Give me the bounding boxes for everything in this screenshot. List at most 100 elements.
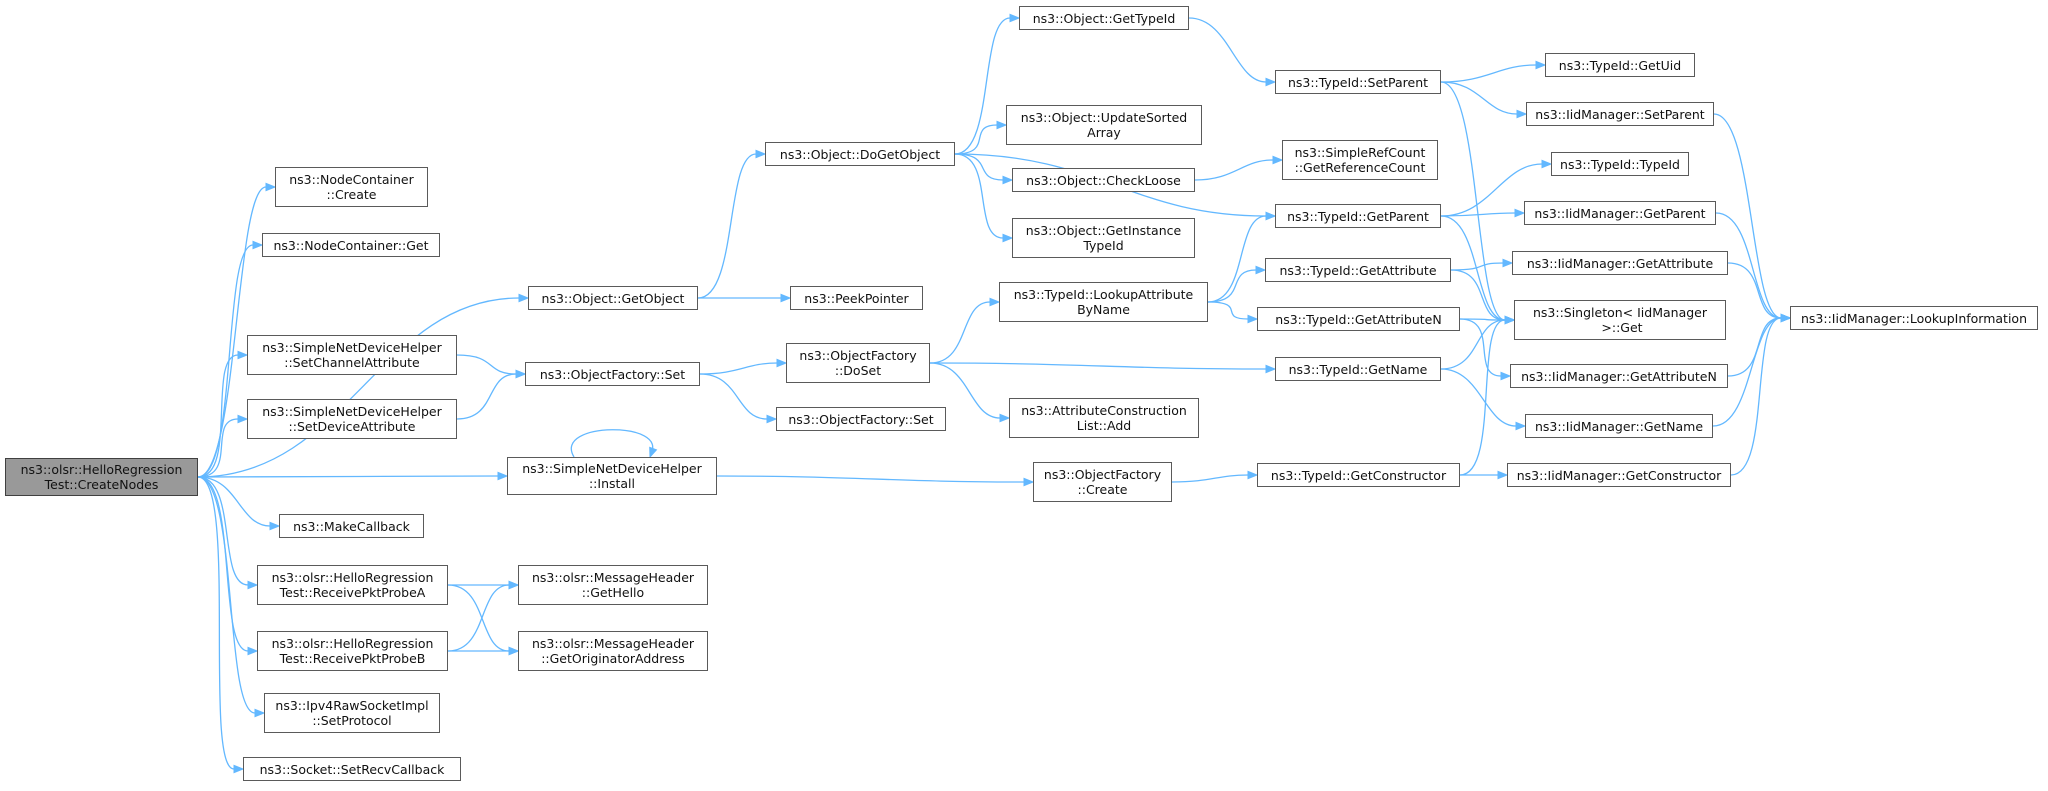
graph-edge-arrowhead xyxy=(755,149,767,159)
graph-node-obj-dogetobject[interactable]: ns3::Object::DoGetObject xyxy=(765,142,955,166)
graph-edge xyxy=(1450,262,1504,271)
graph-edge xyxy=(1727,262,1782,319)
graph-edge xyxy=(716,475,1025,483)
graph-edge-arrowhead xyxy=(237,414,249,424)
graph-edge-arrowhead xyxy=(1497,470,1509,480)
graph-node-ipv4raw[interactable]: ns3::Ipv4RawSocketImpl ::SetProtocol xyxy=(264,693,440,733)
graph-edge-arrowhead xyxy=(766,414,778,424)
graph-node-of-doset[interactable]: ns3::ObjectFactory ::DoSet xyxy=(786,343,930,383)
graph-edge xyxy=(1440,368,1517,427)
graph-edge-arrowhead xyxy=(996,120,1008,130)
graph-node-tid-getuid[interactable]: ns3::TypeId::GetUid xyxy=(1545,53,1695,77)
graph-edge-arrowhead xyxy=(776,358,788,368)
graph-node-iid-getname[interactable]: ns3::IidManager::GetName xyxy=(1525,414,1713,438)
graph-edge xyxy=(1440,64,1537,83)
graph-node-root[interactable]: ns3::olsr::HelloRegression Test::CreateN… xyxy=(5,458,198,496)
graph-edge xyxy=(1459,318,1506,321)
graph-node-obj-getinstance[interactable]: ns3::Object::GetInstance TypeId xyxy=(1012,218,1195,258)
graph-edge xyxy=(929,362,1001,419)
graph-node-sndh-setdev[interactable]: ns3::SimpleNetDeviceHelper ::SetDeviceAt… xyxy=(247,399,457,439)
graph-node-iid-getattr[interactable]: ns3::IidManager::GetAttribute xyxy=(1512,251,1728,275)
graph-edge-arrowhead xyxy=(1002,233,1014,243)
graph-node-of-create[interactable]: ns3::ObjectFactory ::Create xyxy=(1033,462,1172,502)
graph-edge xyxy=(197,475,499,478)
graph-edge xyxy=(1440,319,1506,370)
graph-node-tid-setparent[interactable]: ns3::TypeId::SetParent xyxy=(1275,70,1441,94)
graph-node-tid-getname[interactable]: ns3::TypeId::GetName xyxy=(1275,357,1441,381)
graph-edge xyxy=(570,429,654,458)
graph-node-iid-lookupinfo[interactable]: ns3::IidManager::LookupInformation xyxy=(1790,306,2038,330)
graph-node-nc-get[interactable]: ns3::NodeContainer::Get xyxy=(262,233,440,257)
graph-edge xyxy=(699,373,768,420)
graph-edge-arrowhead xyxy=(1535,60,1547,70)
graph-edge xyxy=(954,153,1004,239)
graph-node-of-set2[interactable]: ns3::ObjectFactory::Set xyxy=(776,407,946,431)
graph-node-singleton-get[interactable]: ns3::Singleton< IidManager >::Get xyxy=(1514,300,1726,340)
graph-node-nc-create[interactable]: ns3::NodeContainer ::Create xyxy=(275,167,428,207)
graph-node-tid-getctor[interactable]: ns3::TypeId::GetConstructor xyxy=(1257,463,1460,487)
graph-edge xyxy=(1207,269,1257,303)
graph-edge xyxy=(1207,301,1249,320)
graph-edge-arrowhead xyxy=(1002,175,1014,185)
graph-edge-arrowhead xyxy=(269,521,281,531)
graph-node-obj-getobject[interactable]: ns3::Object::GetObject xyxy=(528,286,698,310)
graph-edge-arrowhead xyxy=(989,297,1001,307)
graph-edge-arrowhead xyxy=(254,708,266,718)
graph-node-mh-gethello[interactable]: ns3::olsr::MessageHeader ::GetHello xyxy=(518,565,708,605)
graph-node-probeB[interactable]: ns3::olsr::HelloRegression Test::Receive… xyxy=(257,631,448,671)
graph-node-iid-setparent[interactable]: ns3::IidManager::SetParent xyxy=(1526,102,1714,126)
graph-node-iid-getparent[interactable]: ns3::IidManager::GetParent xyxy=(1524,201,1716,225)
graph-node-tid-getparent[interactable]: ns3::TypeId::GetParent xyxy=(1275,204,1441,228)
graph-node-mh-getorig[interactable]: ns3::olsr::MessageHeader ::GetOriginator… xyxy=(518,631,708,671)
graph-edge-arrowhead xyxy=(247,646,259,656)
graph-edge-arrowhead xyxy=(237,350,249,360)
graph-edge-arrowhead xyxy=(233,764,245,774)
graph-edge xyxy=(1713,113,1782,319)
graph-edge xyxy=(1712,317,1782,427)
graph-node-sndh-install[interactable]: ns3::SimpleNetDeviceHelper ::Install xyxy=(507,457,717,495)
graph-node-acl-add[interactable]: ns3::AttributeConstruction List::Add xyxy=(1009,398,1199,438)
graph-node-obj-updatesorted[interactable]: ns3::Object::UpdateSorted Array xyxy=(1006,105,1202,145)
graph-edge-arrowhead xyxy=(780,293,792,303)
graph-edge xyxy=(954,124,998,155)
graph-edge xyxy=(697,153,757,299)
graph-edge xyxy=(699,362,778,375)
graph-node-tid-getattr[interactable]: ns3::TypeId::GetAttribute xyxy=(1265,258,1451,282)
graph-node-sock-setrecv[interactable]: ns3::Socket::SetRecvCallback xyxy=(243,757,461,781)
graph-edge-arrowhead xyxy=(1515,421,1527,431)
graph-node-probeA[interactable]: ns3::olsr::HelloRegression Test::Receive… xyxy=(257,565,448,605)
graph-node-tid-getattrn[interactable]: ns3::TypeId::GetAttributeN xyxy=(1257,307,1460,331)
graph-node-iid-getattrn[interactable]: ns3::IidManager::GetAttributeN xyxy=(1510,364,1728,388)
graph-node-obj-gettypeid[interactable]: ns3::Object::GetTypeId xyxy=(1019,6,1189,30)
graph-edge xyxy=(1440,212,1516,217)
graph-edge xyxy=(1207,215,1267,303)
graph-edge xyxy=(456,373,517,420)
graph-node-iid-getctor[interactable]: ns3::IidManager::GetConstructor xyxy=(1507,463,1731,487)
graph-node-srefcount[interactable]: ns3::SimpleRefCount ::GetReferenceCount xyxy=(1282,140,1438,180)
graph-edge-arrowhead xyxy=(1541,159,1553,169)
graph-edge xyxy=(1440,81,1518,115)
graph-edge-arrowhead xyxy=(1023,477,1035,487)
graph-edge xyxy=(197,476,249,652)
graph-node-sndh-setchan[interactable]: ns3::SimpleNetDeviceHelper ::SetChannelA… xyxy=(247,335,457,375)
graph-edge-arrowhead xyxy=(1504,315,1516,325)
graph-edge-arrowhead xyxy=(518,293,530,303)
graph-edge-arrowhead xyxy=(1516,109,1528,119)
graph-edge xyxy=(1730,317,1782,476)
graph-edge xyxy=(1459,318,1502,377)
graph-node-peekpointer[interactable]: ns3::PeekPointer xyxy=(790,286,923,310)
graph-node-obj-checkloose[interactable]: ns3::Object::CheckLoose xyxy=(1012,168,1195,192)
graph-node-tid-typeid[interactable]: ns3::TypeId::TypeId xyxy=(1551,152,1689,176)
graph-node-makecallback[interactable]: ns3::MakeCallback xyxy=(279,514,424,538)
graph-edge xyxy=(1459,319,1506,476)
graph-edge xyxy=(1171,474,1249,483)
graph-edge xyxy=(1727,317,1782,377)
graph-edge-arrowhead xyxy=(265,182,277,192)
graph-node-of-set[interactable]: ns3::ObjectFactory::Set xyxy=(525,362,700,386)
graph-edge-arrowhead xyxy=(1514,208,1526,218)
graph-edge-arrowhead xyxy=(1247,470,1259,480)
graph-edge xyxy=(197,476,235,770)
graph-edge xyxy=(954,153,1004,181)
graph-node-tid-lookupattr[interactable]: ns3::TypeId::LookupAttribute ByName xyxy=(999,282,1208,322)
